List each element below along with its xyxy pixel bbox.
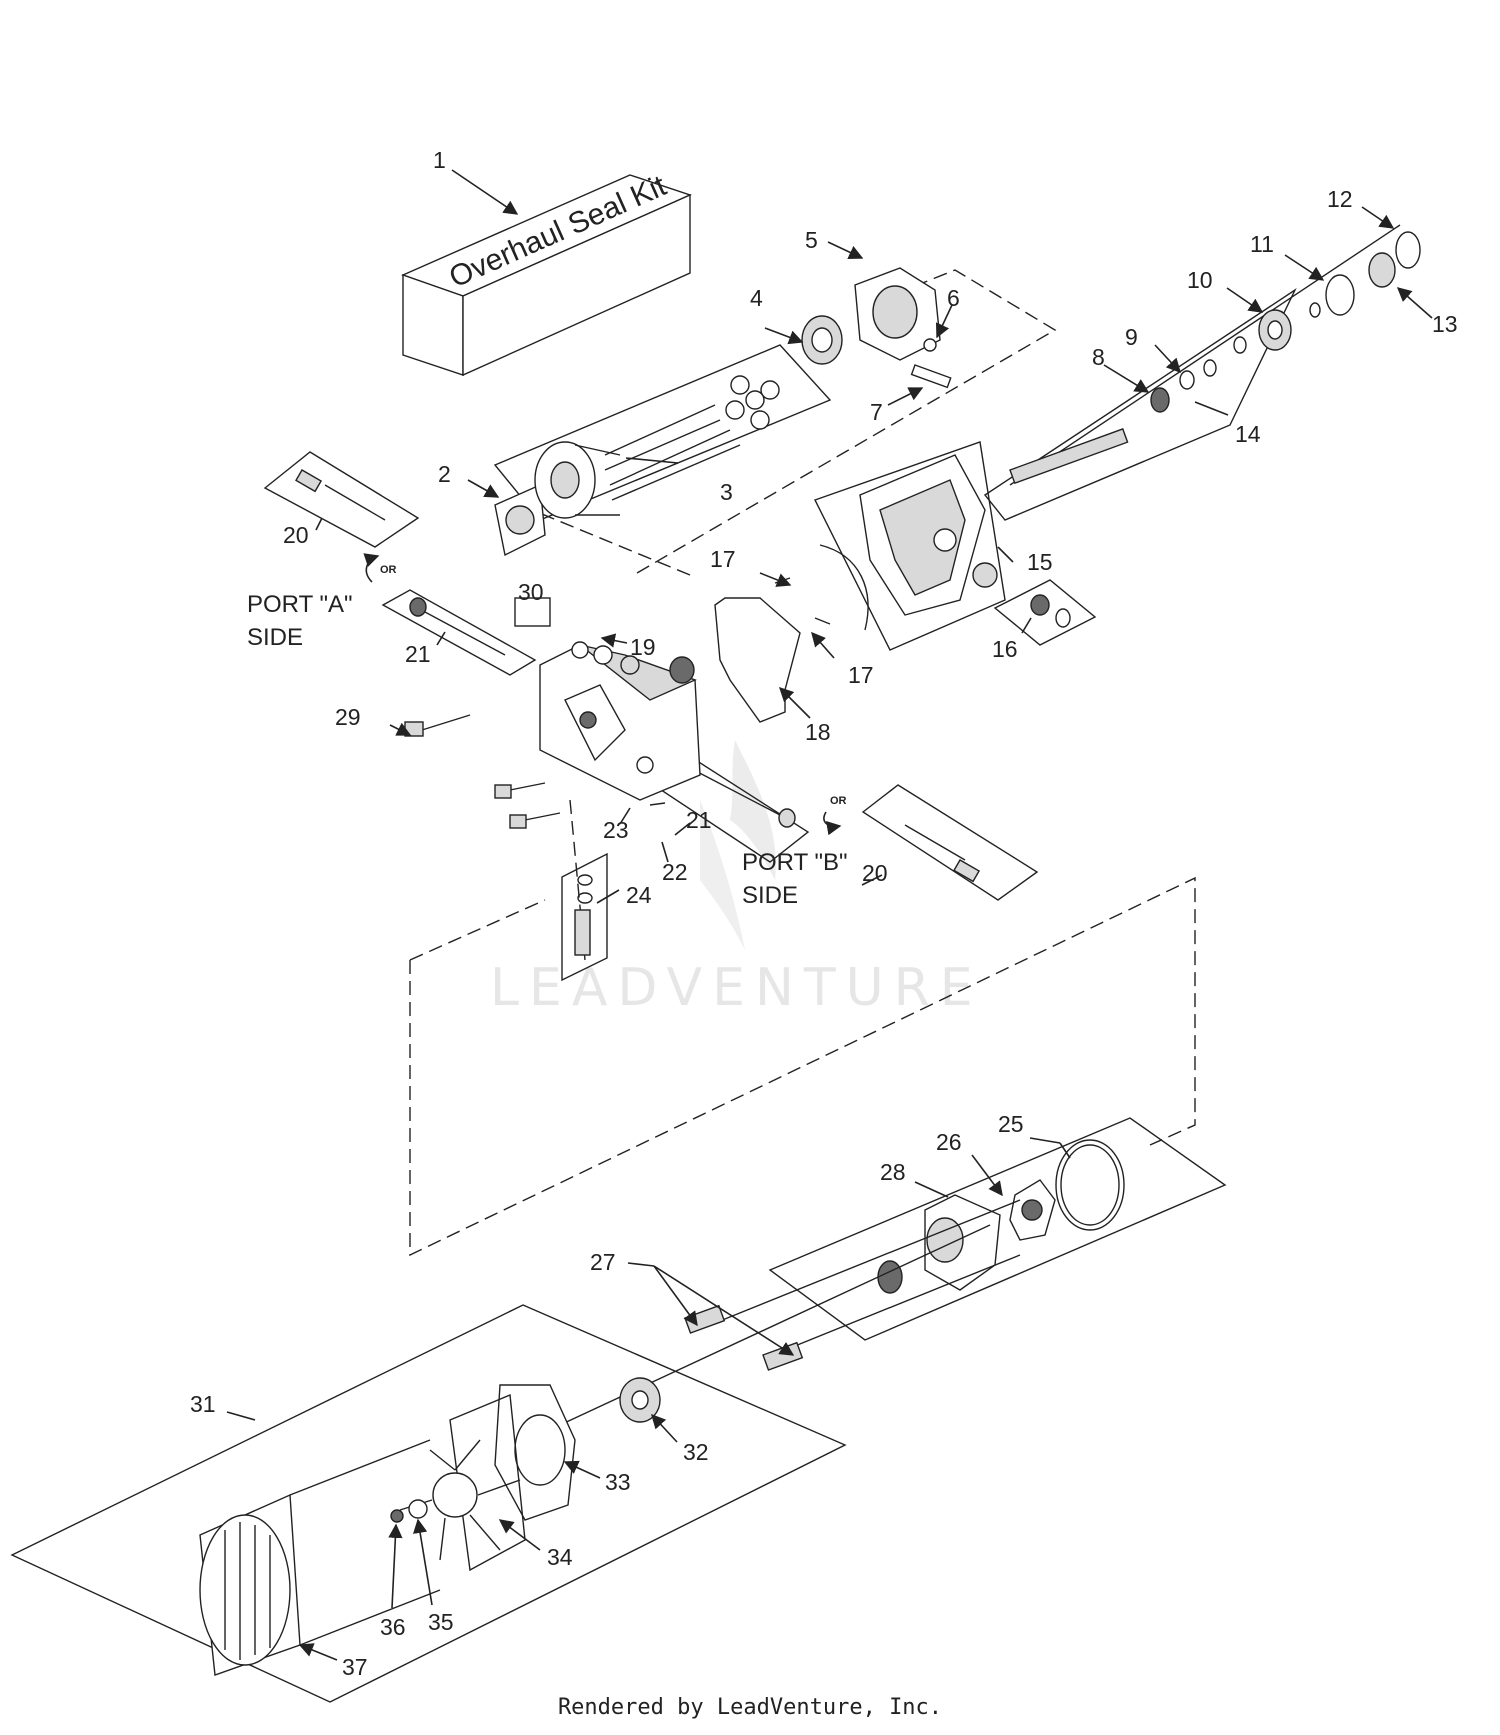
input-shaft-assembly (983, 224, 1421, 521)
part-number-label: 21 (686, 807, 712, 833)
part-number-label: 31 (190, 1391, 216, 1417)
part-number-label: 20 (862, 860, 888, 886)
part-number-label: 1 (433, 147, 446, 173)
part-number-label: 23 (603, 817, 629, 843)
part-number-label: 26 (936, 1129, 962, 1155)
part-number-label: 29 (335, 704, 361, 730)
part-number-label: 17 (710, 546, 736, 572)
port-b-line2: SIDE (742, 882, 798, 909)
shaft-seal-part (801, 315, 843, 365)
part-number-label: 16 (992, 636, 1018, 662)
part-number-label: 17 (848, 662, 874, 688)
part-number-label: 37 (342, 1654, 368, 1680)
seal-kit-box: Overhaul Seal Kit (401, 169, 692, 377)
part-number-label: 22 (662, 859, 688, 885)
part-number-label: 12 (1327, 186, 1353, 212)
footer-credit: Rendered by LeadVenture, Inc. (557, 1695, 943, 1720)
part-number-label: 18 (805, 719, 831, 745)
part-number-label: 9 (1125, 324, 1138, 350)
part-number-label: 34 (547, 1544, 573, 1570)
cylinder-block-assembly (493, 344, 832, 557)
center-section-part (404, 597, 701, 829)
part-number-label: 19 (630, 634, 656, 660)
dashed-reference-lines (409, 269, 1196, 1257)
gasket-part (714, 577, 831, 723)
part-number-label: 10 (1187, 267, 1213, 293)
watermark-text: LEADVENTURE (490, 958, 983, 1018)
part-number-label: 24 (626, 882, 652, 908)
port-a-or-label: OR (380, 564, 397, 576)
relief-valve-kit-b (861, 784, 1039, 901)
part-number-label: 5 (805, 227, 818, 253)
part-number-label: 14 (1235, 421, 1261, 447)
part-number-label: 7 (870, 399, 883, 425)
swashplate-part (854, 267, 952, 389)
port-a-label: PORT "A" SIDE (247, 591, 353, 651)
part-number-label: 3 (720, 479, 733, 505)
part-number-label: 13 (1432, 311, 1458, 337)
bypass-valve-part (561, 852, 608, 982)
part-number-label: 30 (518, 579, 544, 605)
part-number-label: 4 (750, 285, 763, 311)
check-valve-part (993, 579, 1097, 646)
part-number-label: 15 (1027, 549, 1053, 575)
port-b-label: PORT "B" SIDE (742, 849, 848, 909)
leader-lines (226, 169, 1433, 1661)
port-b-line1: PORT "B" (742, 849, 848, 876)
port-a-or-indicator: OR (363, 553, 397, 583)
charge-pump-assembly (684, 1117, 1227, 1371)
fan-shroud-assembly (10, 1224, 991, 1703)
part-number-label: 21 (405, 641, 431, 667)
part-number-label: 11 (1250, 231, 1274, 257)
part-number-label: 27 (590, 1249, 616, 1275)
relief-valve-kit-a (263, 451, 420, 548)
part-number-label: 25 (998, 1111, 1024, 1137)
port-b-or-label: OR (830, 795, 847, 807)
port-b-or-indicator: OR (823, 795, 847, 836)
part-number-label: 2 (438, 461, 451, 487)
part-number-labels: 1 2 3 4 5 6 7 8 9 10 11 12 13 14 15 16 1… (190, 147, 1458, 1680)
part-number-label: 6 (947, 285, 960, 311)
watermark-logo: LEADVENTURE (490, 740, 983, 1018)
port-a-line2: SIDE (247, 624, 303, 651)
part-number-label: 33 (605, 1469, 631, 1495)
part-number-label: 32 (683, 1439, 709, 1465)
part-number-label: 28 (880, 1159, 906, 1185)
valve-assembly-a (381, 589, 537, 676)
part-number-label: 36 (380, 1614, 406, 1640)
pump-housing-part (814, 441, 1006, 651)
part-number-label: 8 (1092, 344, 1105, 370)
part-number-label: 35 (428, 1609, 454, 1635)
port-a-line1: PORT "A" (247, 591, 353, 618)
part-number-label: 20 (283, 522, 309, 548)
